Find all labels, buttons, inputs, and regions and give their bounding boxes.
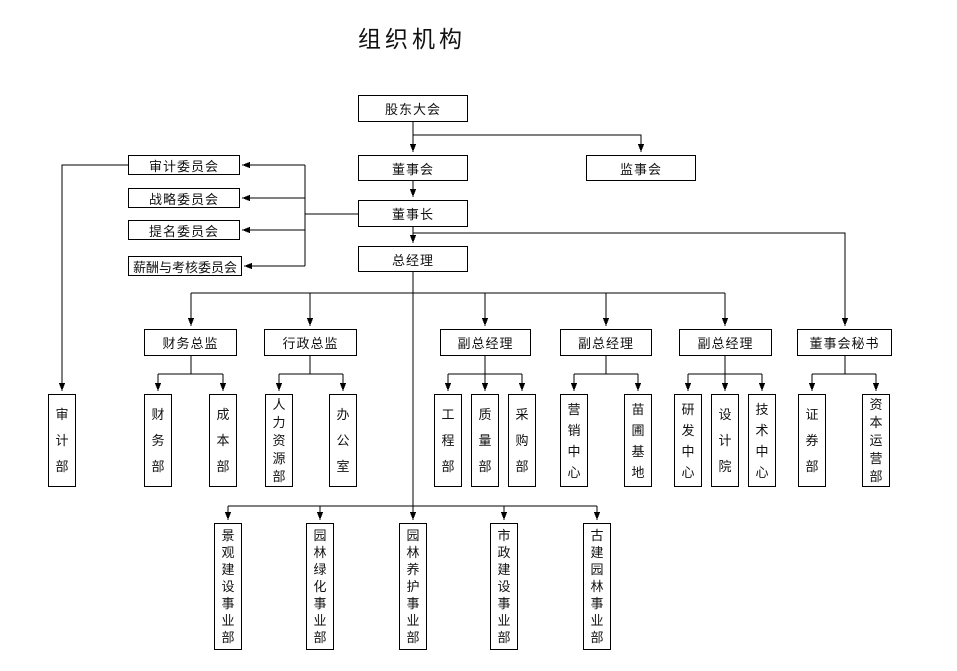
dept-nursery-base: 苗圃基地: [624, 394, 652, 487]
dept-marketing-center: 营销中心: [560, 394, 588, 487]
dept-rd-center: 研发中心: [674, 394, 702, 487]
dept-technology-center: 技术中心: [748, 394, 776, 487]
division-landscape-construction: 景观建设事业部: [214, 523, 242, 650]
node-shareholders-meeting: 股东大会: [358, 95, 468, 122]
node-board-secretary: 董事会秘书: [797, 329, 892, 356]
division-ancient-garden: 古建园林事业部: [583, 523, 611, 650]
dept-securities: 证券部: [798, 394, 826, 487]
node-finance-director: 财务总监: [144, 329, 237, 356]
dept-design-institute: 设计院: [711, 394, 739, 487]
dept-procurement: 采购部: [508, 394, 536, 487]
dept-quality: 质量部: [471, 394, 499, 487]
node-supervisory-board: 监事会: [586, 155, 696, 181]
dept-audit: 审计部: [48, 394, 76, 487]
node-deputy-gm-3: 副总经理: [679, 329, 772, 356]
node-committee-audit: 审计委员会: [128, 155, 240, 175]
node-admin-director: 行政总监: [264, 329, 357, 356]
dept-human-resources: 人力资源部: [265, 394, 293, 487]
node-board-of-directors: 董事会: [358, 155, 468, 181]
dept-finance: 财务部: [144, 394, 172, 487]
dept-engineering: 工程部: [434, 394, 462, 487]
dept-cost: 成本部: [209, 394, 237, 487]
node-general-manager: 总经理: [358, 246, 468, 272]
dept-office: 办公室: [329, 394, 357, 487]
node-committee-nomination: 提名委员会: [128, 220, 240, 240]
node-committee-strategy: 战略委员会: [128, 188, 240, 208]
page-title: 组织机构: [358, 27, 466, 52]
division-garden-greening: 园林绿化事业部: [306, 523, 334, 650]
node-deputy-gm-2: 副总经理: [560, 329, 652, 356]
node-committee-remuneration: 薪酬与考核委员会: [128, 256, 242, 276]
node-chairman: 董事长: [358, 200, 468, 227]
dept-capital-operation: 资本运营部: [862, 394, 890, 487]
division-garden-maintenance: 园林养护事业部: [399, 523, 427, 650]
division-municipal-construction: 市政建设事业部: [490, 523, 518, 650]
node-deputy-gm-1: 副总经理: [440, 329, 531, 356]
